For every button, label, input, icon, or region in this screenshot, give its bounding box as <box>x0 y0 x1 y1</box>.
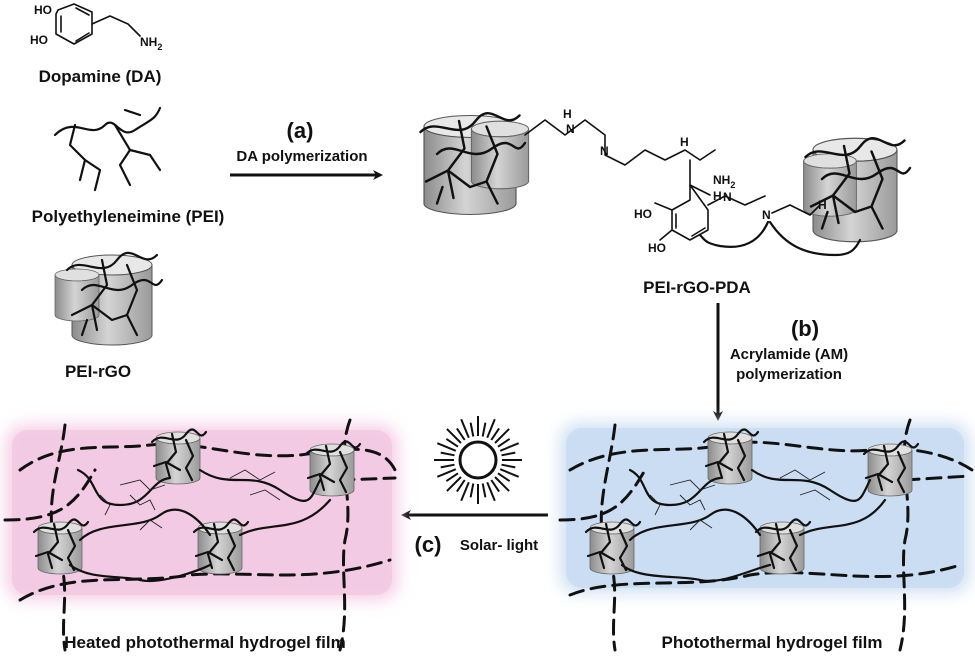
photothermal-film-panel <box>560 423 970 593</box>
atom-h-1: H <box>563 107 572 121</box>
sun-ray <box>445 438 459 448</box>
sun-ray <box>499 468 520 478</box>
sun-ray <box>456 427 466 441</box>
pei-rgo-structure <box>54 251 164 346</box>
sun-icon <box>434 416 522 504</box>
sun-ray <box>445 472 459 482</box>
sun-ray <box>481 483 487 498</box>
sun-ray <box>490 479 500 493</box>
photothermal-film-label: Photothermal hydrogel film <box>661 633 882 652</box>
step-b-line1: Acrylamide (AM) <box>730 346 848 363</box>
sun-ray <box>436 442 457 452</box>
sun-ray <box>456 479 466 493</box>
atom-h-4: H <box>818 198 827 212</box>
sun-ray <box>501 463 516 469</box>
sun-ray <box>497 472 511 482</box>
step-c-letter: (c) <box>415 532 442 557</box>
atom-ho-1: HO <box>634 207 652 221</box>
sun-ray <box>490 427 500 441</box>
atom-n-2: N <box>600 144 609 158</box>
sun-ray <box>499 442 520 452</box>
pei-rgo-pda-structure: H N H N NH2 H N N H HO HO <box>419 107 912 257</box>
pei-rgo-pda-label: PEI-rGO-PDA <box>643 278 751 297</box>
step-b-letter: (b) <box>791 316 819 341</box>
atom-n-1: N <box>566 122 575 136</box>
sun-ray <box>469 422 475 437</box>
sun-ray <box>446 428 462 444</box>
heated-film-network <box>3 418 397 652</box>
pei-label: Polyethyleneimine (PEI) <box>32 207 225 226</box>
sun-ray <box>460 481 470 502</box>
step-a-text: DA polymerization <box>236 148 367 165</box>
atom-n-3: N <box>723 190 732 204</box>
atom-nh2: NH2 <box>140 35 162 52</box>
sun-ray <box>460 418 470 439</box>
atom-ho-top: HO <box>34 3 52 17</box>
atom-n-4: N <box>762 208 771 222</box>
atom-ho-2: HO <box>648 241 666 255</box>
atom-ho-bottom: HO <box>30 33 48 47</box>
photothermal-film-network <box>558 418 974 652</box>
step-b-line2: polymerization <box>736 366 842 383</box>
sun-ray <box>440 451 455 457</box>
sun-ray <box>486 418 496 439</box>
heated-film-panel <box>6 425 398 600</box>
step-a-letter: (a) <box>287 118 314 143</box>
sun-ray <box>446 476 462 492</box>
sun-ray <box>486 481 496 502</box>
atom-nh2-pda: NH2 <box>713 173 735 190</box>
sun-ray <box>494 476 510 492</box>
sun-ray <box>440 463 455 469</box>
sun-ray <box>436 468 457 478</box>
step-c-text: Solar- light <box>460 537 538 554</box>
atom-h-2: H <box>680 135 689 149</box>
heated-film-label: Heated photothermal hydrogel film <box>64 633 345 652</box>
sun-ray <box>497 438 511 448</box>
sun-ray <box>469 483 475 498</box>
dopamine-label: Dopamine (DA) <box>39 67 162 86</box>
dopamine-structure: HO HO NH2 <box>30 3 162 52</box>
sun-ray <box>501 451 516 457</box>
sun-ray <box>481 422 487 437</box>
atom-h-3: H <box>713 189 722 203</box>
sun-ray <box>494 428 510 444</box>
pei-structure <box>53 106 162 192</box>
pei-rgo-label: PEI-rGO <box>65 362 131 381</box>
